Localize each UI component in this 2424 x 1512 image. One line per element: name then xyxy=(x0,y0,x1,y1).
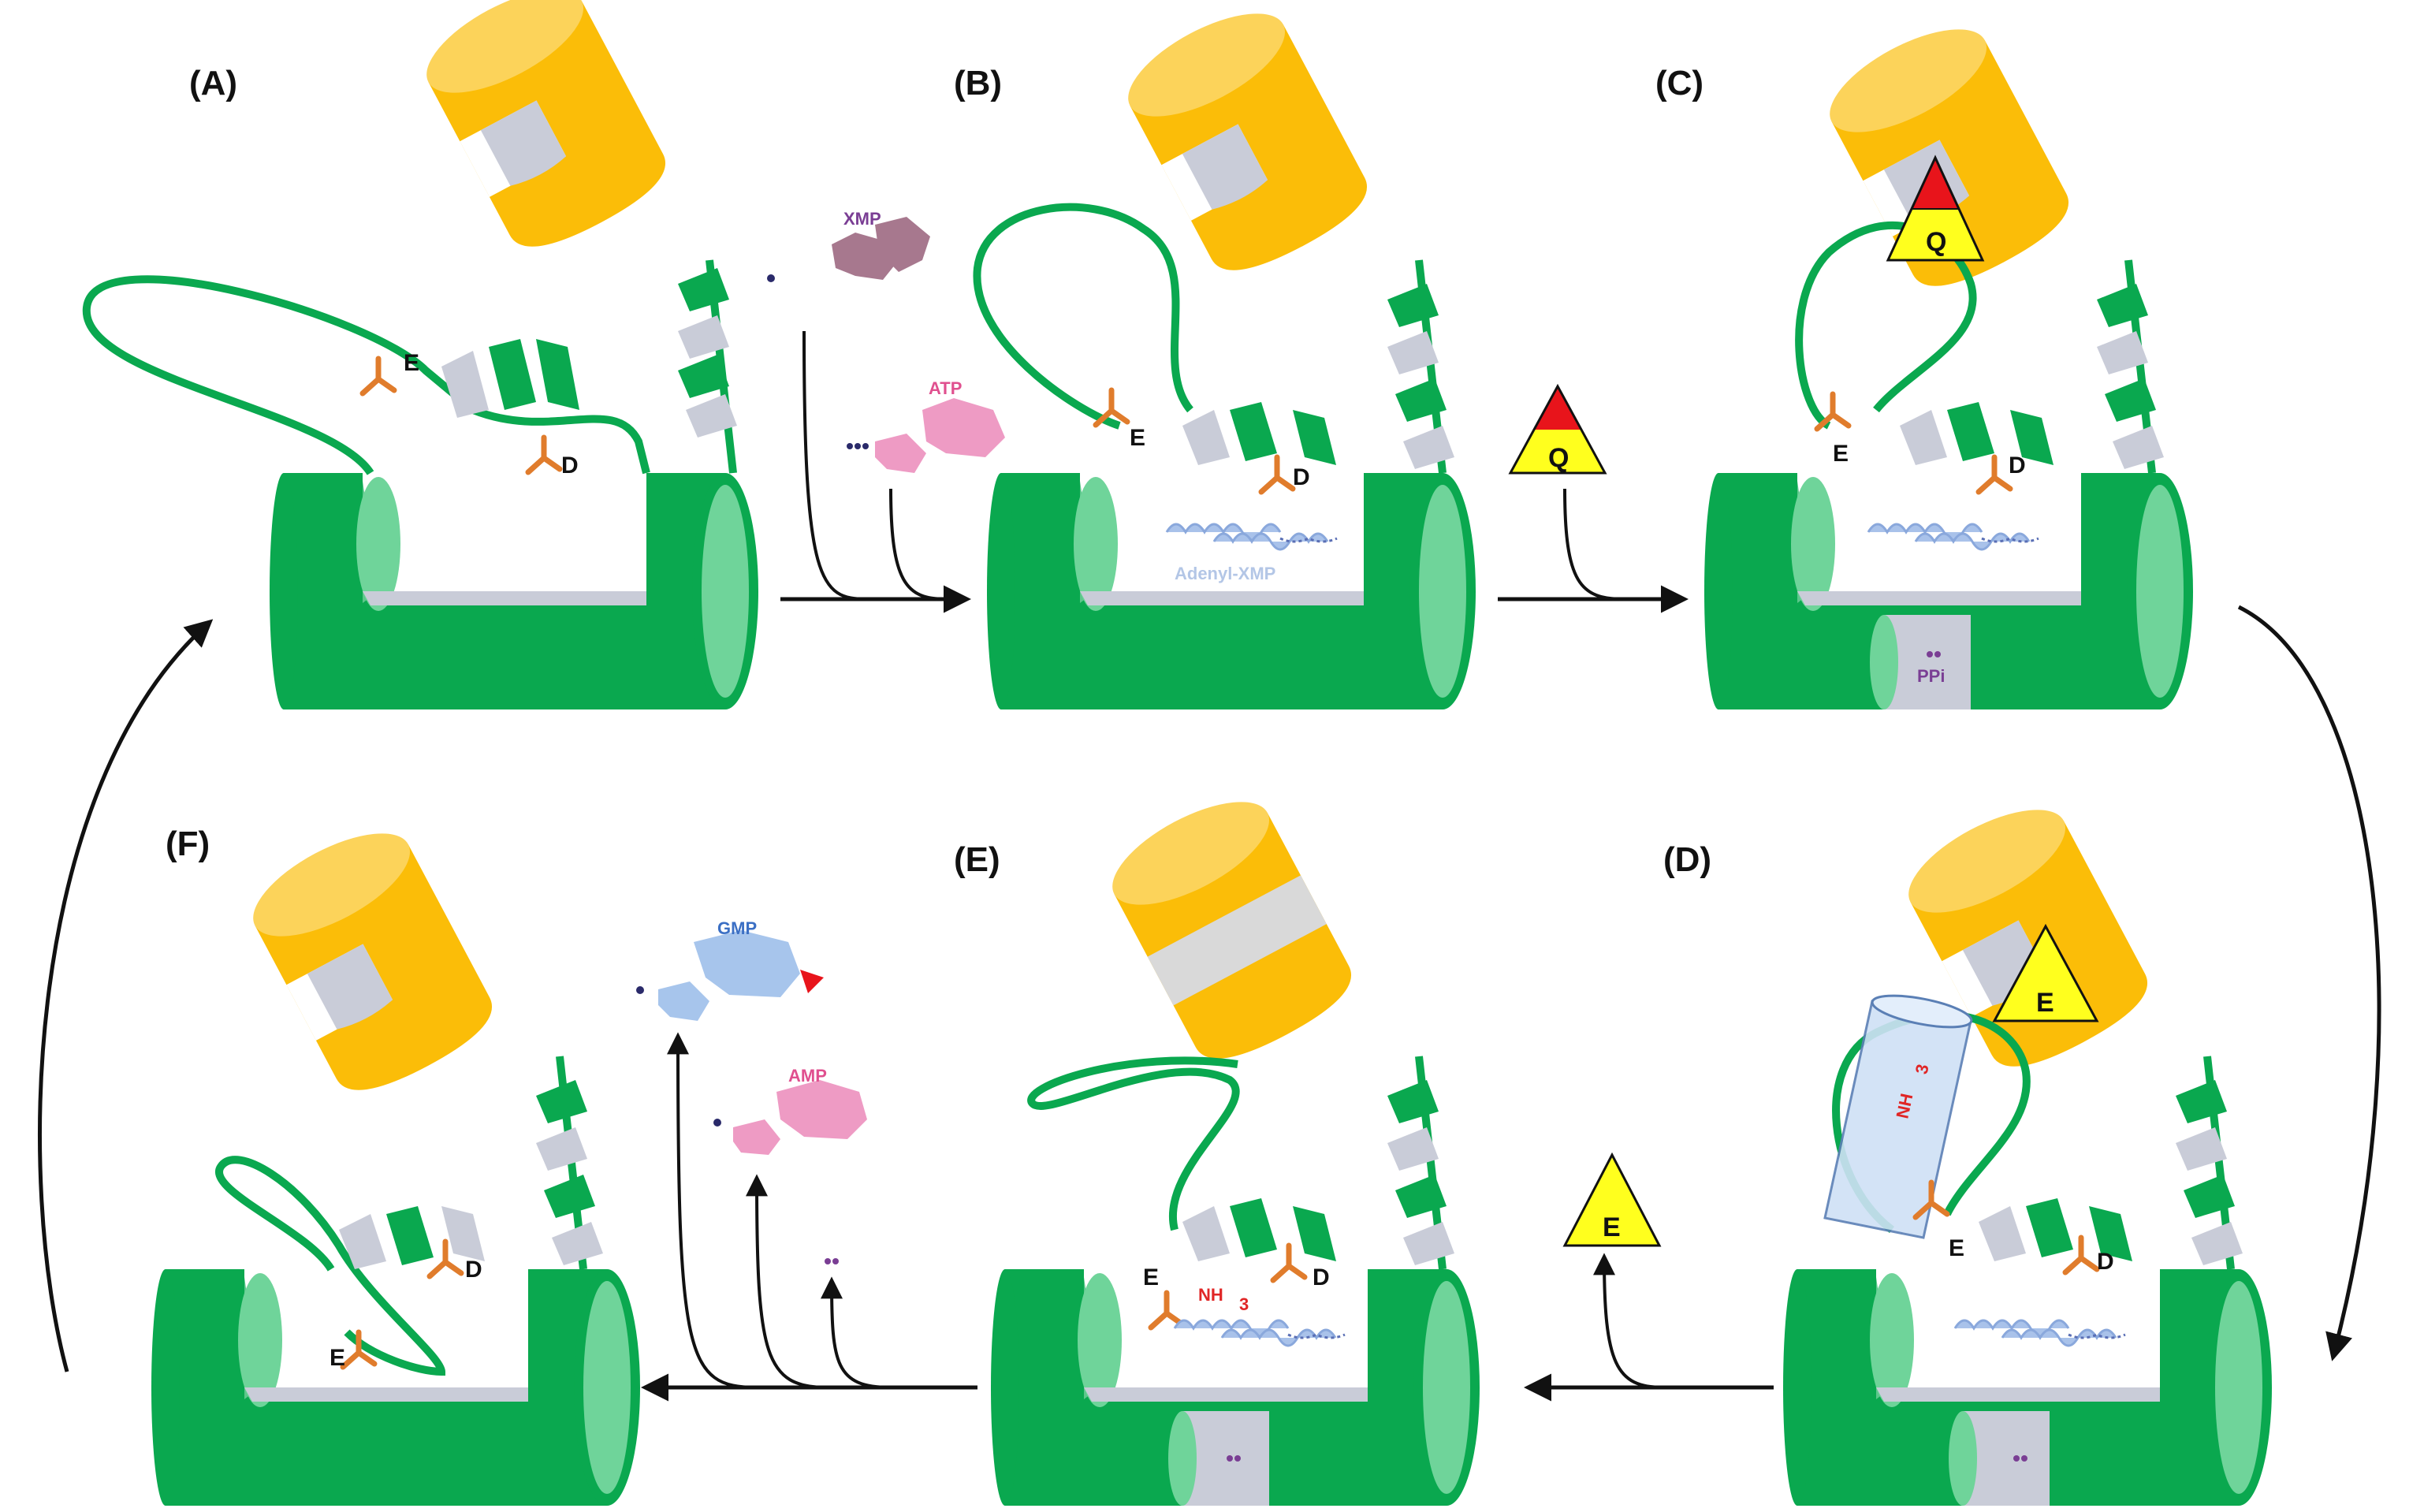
gmp-label: GMP xyxy=(717,918,757,938)
glutamate-icon xyxy=(1992,923,2099,1022)
adenyl-xmp-icon xyxy=(1165,523,1339,551)
ppi-label: PPi xyxy=(1917,666,1945,686)
panel-label-b: (B) xyxy=(954,64,1002,102)
panel-a-cylinder xyxy=(411,0,678,263)
arrow-c-to-d xyxy=(2237,605,2381,1361)
residue-d-label: D xyxy=(1293,464,1310,490)
panel-f-cylinder xyxy=(238,813,505,1107)
residue-d-label: D xyxy=(2009,452,2026,479)
xmp-label: XMP xyxy=(843,209,881,229)
arrow-glu-out xyxy=(1593,1253,1664,1389)
ppi-free-icon xyxy=(825,1258,839,1264)
xmp-icon xyxy=(767,217,930,282)
panel-label-c: (C) xyxy=(1655,64,1704,102)
nh3-sub: 3 xyxy=(1239,1294,1249,1314)
residue-d-label: D xyxy=(561,452,579,479)
panel-b xyxy=(987,473,1476,709)
nh3-tunnel-sub: 3 xyxy=(1912,1063,1933,1076)
residue-d-icon xyxy=(1261,457,1293,492)
residue-d-icon xyxy=(1273,1246,1305,1280)
panel-b-helix xyxy=(1182,284,1454,469)
adenyl-xmp-label: Adenyl-XMP xyxy=(1175,564,1275,583)
panel-c-helix xyxy=(1900,284,2164,469)
glutamine-label: Q xyxy=(1926,227,1946,257)
glutamate-free-icon xyxy=(1562,1152,1662,1247)
arrow-gmp-out xyxy=(667,1032,758,1389)
residue-e-label: E xyxy=(1143,1264,1159,1290)
amp-icon xyxy=(713,1080,867,1155)
glutamine-free-icon xyxy=(1508,383,1607,475)
panel-f xyxy=(151,1269,640,1506)
panel-label-d: (D) xyxy=(1663,840,1711,879)
panel-label-e: (E) xyxy=(954,840,1000,879)
residue-d-icon xyxy=(528,438,560,472)
glutamine-free-label: Q xyxy=(1548,443,1569,473)
adenyl-xmp-icon xyxy=(1953,1319,2127,1347)
arrow-f-to-a xyxy=(38,619,214,1372)
panel-e-cylinder xyxy=(1112,802,1352,1059)
ammonia-tunnel xyxy=(1823,994,1973,1239)
atp-label: ATP xyxy=(929,378,962,398)
glutamate-free-label: E xyxy=(1603,1212,1621,1242)
gmp-icon xyxy=(636,930,824,1021)
arrow-gln-in xyxy=(1563,488,1625,601)
panel-e-helix xyxy=(1182,1080,1454,1265)
residue-d-icon xyxy=(1979,457,2010,492)
panel-f-helix xyxy=(339,1080,603,1269)
arrow-atp-in xyxy=(889,488,947,601)
residue-e-label: E xyxy=(1949,1235,1964,1261)
residue-e-label: E xyxy=(1130,425,1145,451)
panel-label-f: (F) xyxy=(166,825,210,863)
arrow-amp-out xyxy=(746,1174,828,1389)
panel-e-loop xyxy=(1027,1056,1447,1270)
atp-icon xyxy=(847,398,1005,473)
panel-label-a: (A) xyxy=(189,64,237,102)
adenyl-xmp-icon xyxy=(1867,523,2040,551)
residue-e-icon xyxy=(1817,394,1849,429)
adenyl-xmp-icon xyxy=(1173,1319,1346,1347)
ppi-channel xyxy=(1870,615,1971,709)
residue-e-label: E xyxy=(404,350,419,376)
residue-d-label: D xyxy=(2097,1249,2114,1275)
ppi-channel xyxy=(1168,1411,1269,1506)
amp-label: AMP xyxy=(788,1066,827,1086)
residue-e-label: E xyxy=(1833,441,1849,467)
glutamate-label: E xyxy=(2036,988,2054,1018)
arrow-xmp-in xyxy=(802,330,868,601)
panel-d-helix xyxy=(1979,1080,2243,1265)
residue-d-label: D xyxy=(1313,1264,1330,1290)
panel-a xyxy=(270,473,758,709)
nh3-label: NH xyxy=(1198,1285,1223,1305)
panel-b-cylinder xyxy=(1113,0,1380,287)
residue-e-icon xyxy=(363,359,394,393)
residue-d-label: D xyxy=(465,1257,482,1283)
residue-e-label: E xyxy=(330,1345,345,1371)
arrow-ppi-out xyxy=(821,1276,892,1389)
panel-a-helix xyxy=(441,268,737,438)
ppi-channel xyxy=(1949,1411,2050,1506)
glutamine-icon xyxy=(1886,155,1985,262)
